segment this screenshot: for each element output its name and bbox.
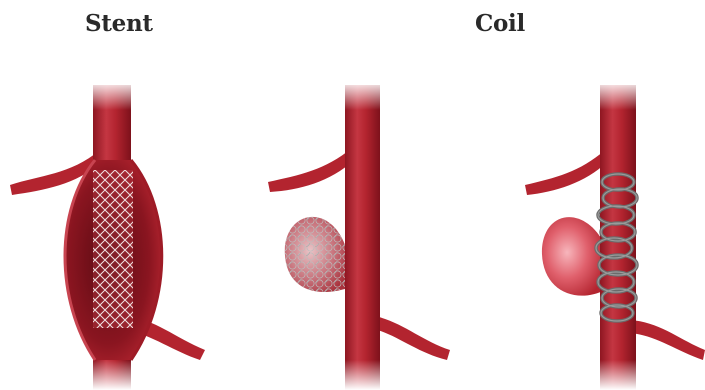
stent-vessel: [10, 80, 205, 390]
coil-vessel: [525, 80, 705, 390]
aneurysm-sac-coil: [542, 217, 605, 295]
coil-mesh: [285, 217, 348, 292]
mesh-vessel: [268, 80, 450, 390]
stent-mesh: [93, 170, 133, 328]
